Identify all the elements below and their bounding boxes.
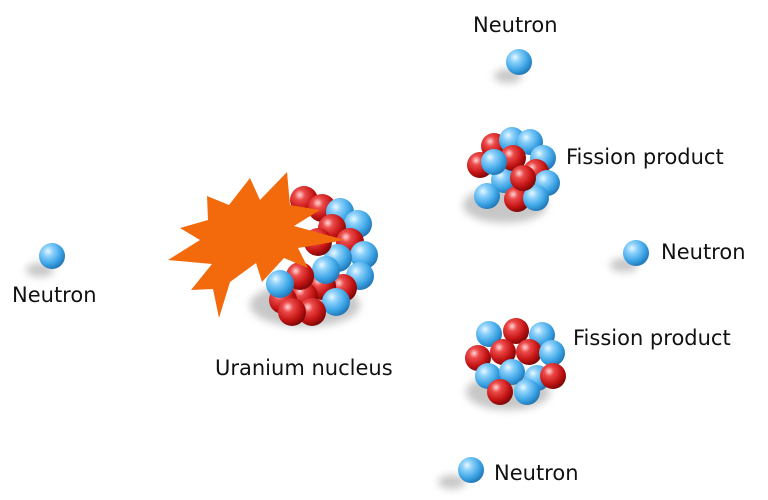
fission-product-bottom bbox=[465, 318, 566, 405]
neutron-top bbox=[506, 49, 532, 75]
fission-product-bottom-label: Fission product bbox=[573, 326, 731, 350]
impact-burst-icon bbox=[168, 172, 345, 318]
neutron-top-label: Neutron bbox=[473, 13, 558, 37]
uranium-nucleus bbox=[266, 186, 378, 326]
neutron-bottom bbox=[458, 457, 484, 483]
neutron-bottom-label: Neutron bbox=[494, 461, 579, 485]
neutron-right-label: Neutron bbox=[661, 240, 746, 264]
neutron-left-label: Neutron bbox=[12, 283, 97, 307]
uranium-nucleus-label: Uranium nucleus bbox=[215, 356, 393, 380]
neutron-right bbox=[623, 240, 649, 266]
fission-product-top bbox=[467, 127, 560, 212]
fission-product-top-label: Fission product bbox=[566, 145, 724, 169]
neutron-left bbox=[39, 243, 65, 269]
